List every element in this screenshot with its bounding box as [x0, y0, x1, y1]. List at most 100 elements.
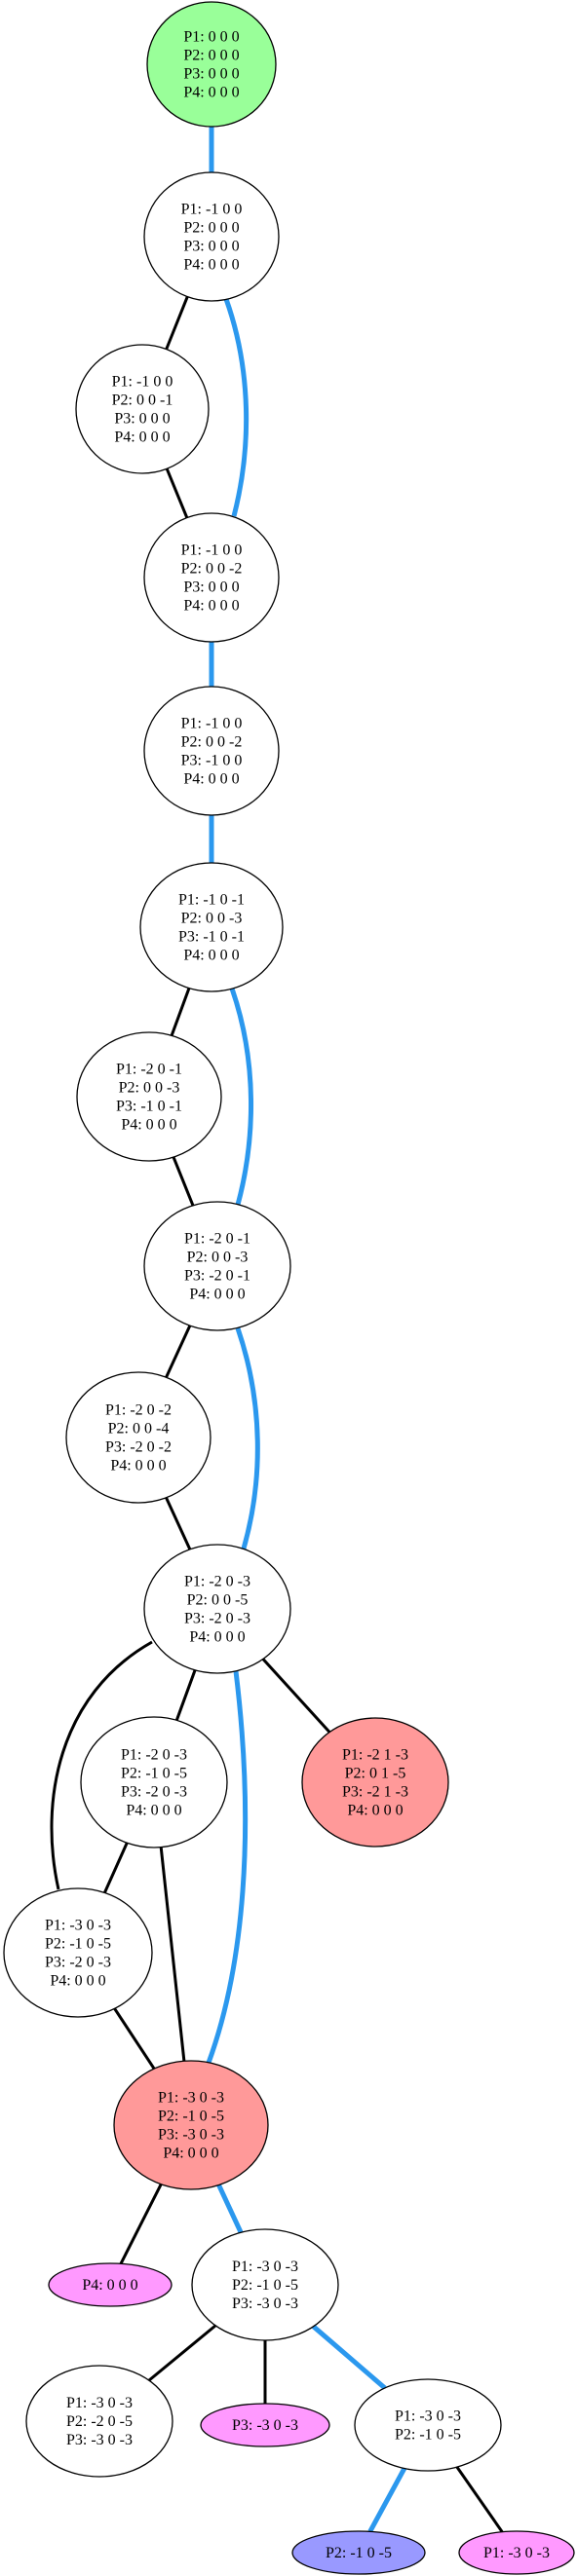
state-node-label-n6-line-3: P4: 0 0 0: [183, 948, 239, 964]
state-node-n12: P1: -2 1 -3P2: 0 1 -5P3: -2 1 -3P4: 0 0 …: [301, 1717, 449, 1848]
state-node-label-n6-line-2: P3: -1 0 -1: [178, 929, 245, 946]
state-node-label-n13-line-1: P2: -1 0 -5: [45, 1936, 111, 1953]
state-node-label-n9-line-3: P4: 0 0 0: [110, 1458, 166, 1475]
edge-n2-n4: [223, 298, 250, 517]
state-node-label-n7-line-1: P2: 0 0 -3: [119, 1080, 180, 1097]
state-node-label-n13-line-2: P3: -2 0 -3: [45, 1955, 111, 1971]
edge-n9-n10: [165, 1497, 192, 1550]
state-node-label-n4-line-1: P2: 0 0 -2: [181, 561, 243, 578]
state-node-n5: P1: -1 0 0 P2: 0 0 -2 P3: -1 0 0 P4: 0 0 0: [143, 686, 280, 816]
state-node-n17: P1: -3 0 -3P2: -2 0 -5P3: -3 0 -3: [25, 2365, 173, 2478]
state-node-n14: P1: -3 0 -3P2: -1 0 -5P3: -3 0 -3P4: 0 0…: [113, 2060, 269, 2190]
state-node-label-n2-line-0: P1: -1 0 0: [181, 202, 243, 218]
state-node-shape-n5: [143, 686, 280, 816]
state-node-label-n6-line-0: P1: -1 0 -1: [178, 892, 245, 909]
state-node-label-n1-line-0: P1: 0 0 0: [183, 29, 239, 46]
state-node-shape-n16: [191, 2228, 339, 2341]
state-node-label-n11-line-2: P3: -2 0 -3: [121, 1784, 187, 1801]
state-node-shape-n15: [48, 2262, 173, 2307]
state-node-label-n2-line-3: P4: 0 0 0: [183, 257, 239, 274]
state-node-shape-n13: [3, 1887, 153, 2018]
state-node-label-n9-line-2: P3: -2 0 -2: [105, 1439, 172, 1456]
edge-n16-n19: [311, 2324, 387, 2390]
state-node-shape-n7: [76, 1031, 222, 1162]
state-node-n18: P3: -3 0 -3: [200, 2403, 330, 2447]
state-node-shape-n9: [65, 1371, 212, 1504]
state-node-n4: P1: -1 0 0P2: 0 0 -2P3: 0 0 0P4: 0 0 0: [143, 512, 280, 643]
state-node-n21: P1: -3 0 -3: [458, 2530, 575, 2575]
state-node-label-n11-line-1: P2: -1 0 -5: [121, 1766, 187, 1782]
edge-n14-n15: [119, 2184, 163, 2264]
state-node-label-n5-line-0: P1: -1 0 0: [181, 716, 243, 732]
edge-n7-n8: [172, 1156, 195, 1207]
edges-layer: [50, 127, 504, 2533]
state-node-shape-n1: [146, 1, 277, 128]
state-node-label-n3-line-2: P3: 0 0 0: [114, 411, 170, 428]
edge-n8-n10: [235, 1327, 260, 1549]
state-node-label-n12-line-3: P4: 0 0 0: [347, 1803, 403, 1819]
state-node-label-n8-line-2: P3: -2 0 -1: [184, 1268, 250, 1285]
edge-n10-n12: [261, 1658, 331, 1734]
edge-n11-n14: [159, 1847, 186, 2062]
edge-n16-n17: [147, 2324, 217, 2382]
state-node-label-n5-line-3: P4: 0 0 0: [183, 771, 239, 788]
state-node-label-n5-line-1: P2: 0 0 -2: [181, 734, 243, 751]
edge-n10-n14: [206, 1670, 249, 2064]
state-node-shape-n2: [143, 171, 280, 302]
state-node-shape-n14: [113, 2060, 269, 2190]
state-node-shape-n21: [458, 2530, 575, 2575]
state-node-label-n3-line-0: P1: -1 0 0: [112, 374, 173, 391]
edge-n10-n13: [50, 1640, 153, 1890]
state-node-n10: P1: -2 0 -3P2: 0 0 -5P3: -2 0 -3P4: 0 0 …: [143, 1544, 291, 1674]
state-node-n6: P1: -1 0 -1 P2: 0 0 -3 P3: -1 0 -1 P4: 0 0 …: [139, 862, 284, 992]
edge-n8-n9: [165, 1325, 192, 1378]
state-node-label-n21-line-0: P1: -3 0 -3: [483, 2545, 550, 2561]
state-node-label-n2-line-2: P3: 0 0 0: [183, 239, 239, 255]
state-node-shape-n3: [75, 344, 210, 474]
state-node-n8: P1: -2 0 -1P2: 0 0 -3P3: -2 0 -1P4: 0 0 …: [143, 1201, 291, 1331]
state-node-label-n17-line-0: P1: -3 0 -3: [66, 2395, 133, 2411]
edge-n6-n8: [229, 988, 253, 1206]
state-node-shape-n6: [139, 862, 284, 992]
state-node-label-n12-line-2: P3: -2 1 -3: [342, 1784, 408, 1801]
state-node-label-n6-line-1: P2: 0 0 -3: [181, 911, 243, 927]
state-node-label-n4-line-3: P4: 0 0 0: [183, 598, 239, 615]
state-node-label-n8-line-0: P1: -2 0 -1: [184, 1231, 250, 1248]
edge-n10-n11: [174, 1669, 197, 1721]
state-node-label-n13-line-0: P1: -3 0 -3: [45, 1918, 111, 1934]
state-node-label-n15-line-0: P4: 0 0 0: [82, 2277, 137, 2294]
state-node-label-n7-line-0: P1: -2 0 -1: [116, 1062, 182, 1078]
state-node-n3: P1: -1 0 0P2: 0 0 -1P3: 0 0 0P4: 0 0 0: [75, 344, 210, 474]
state-node-label-n9-line-0: P1: -2 0 -2: [105, 1402, 172, 1419]
state-node-label-n12-line-0: P1: -2 1 -3: [342, 1747, 408, 1764]
state-node-n20: P2: -1 0 -5: [291, 2530, 426, 2575]
state-node-n11: P1: -2 0 -3P2: -1 0 -5P3: -2 0 -3P4: 0 0…: [80, 1716, 228, 1848]
edge-n13-n14: [113, 2007, 156, 2070]
state-node-n1: P1: 0 0 0P2: 0 0 0P3: 0 0 0P4: 0 0 0: [146, 1, 277, 128]
state-node-label-n10-line-2: P3: -2 0 -3: [184, 1611, 250, 1627]
state-node-label-n10-line-0: P1: -2 0 -3: [184, 1574, 250, 1590]
state-node-label-n18-line-0: P3: -3 0 -3: [232, 2417, 298, 2434]
edge-n3-n4: [165, 467, 189, 519]
state-node-shape-n18: [200, 2403, 330, 2447]
edge-n11-n13: [103, 1842, 129, 1894]
state-node-label-n9-line-1: P2: 0 0 -4: [108, 1421, 170, 1437]
state-node-label-n20-line-0: P2: -1 0 -5: [326, 2545, 392, 2561]
state-node-label-n7-line-2: P3: -1 0 -1: [116, 1099, 182, 1115]
state-node-label-n4-line-2: P3: 0 0 0: [183, 579, 239, 596]
state-node-label-n16-line-0: P1: -3 0 -3: [232, 2259, 298, 2275]
state-node-n7: P1: -2 0 -1P2: 0 0 -3P3: -1 0 -1P4: 0 0 …: [76, 1031, 222, 1162]
state-node-shape-n19: [354, 2378, 502, 2472]
state-node-shape-n8: [143, 1201, 291, 1331]
state-node-label-n1-line-3: P4: 0 0 0: [183, 85, 239, 101]
state-node-label-n19-line-1: P2: -1 0 -5: [395, 2427, 461, 2444]
state-node-n16: P1: -3 0 -3P2: -1 0 -5P3: -3 0 -3: [191, 2228, 339, 2341]
state-node-n19: P1: -3 0 -3 P2: -1 0 -5: [354, 2378, 502, 2472]
state-node-label-n5-line-2: P3: -1 0 0: [181, 753, 243, 769]
state-node-label-n14-line-0: P1: -3 0 -3: [158, 2090, 224, 2107]
state-node-n2: P1: -1 0 0 P2: 0 0 0 P3: 0 0 0 P4: 0 0 0: [143, 171, 280, 302]
state-node-label-n2-line-1: P2: 0 0 0: [183, 220, 239, 237]
state-node-label-n17-line-2: P3: -3 0 -3: [66, 2432, 133, 2448]
state-node-shape-n4: [143, 512, 280, 643]
state-node-label-n19-line-0: P1: -3 0 -3: [395, 2408, 461, 2425]
